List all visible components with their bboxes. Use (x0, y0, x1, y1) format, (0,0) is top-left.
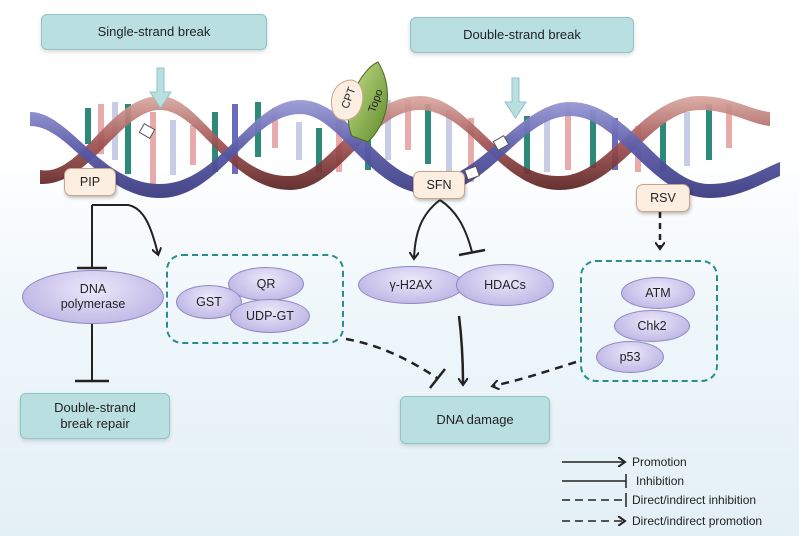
hdacs-ellipse: HDACs (456, 264, 554, 306)
hdacs-to-damage-arrow (457, 315, 463, 384)
rsv-tag: RSV (636, 184, 690, 212)
sfn-promotion-arrow (414, 199, 441, 258)
base-pair (150, 112, 156, 184)
legend-promotion-label: Promotion (632, 455, 687, 469)
double-strand-break-label: Double-strand break (463, 26, 581, 42)
base-pair (612, 118, 618, 170)
left-group-inhibition-bar (429, 368, 446, 389)
sfn-inhibition-line (439, 199, 473, 253)
base-pair (316, 128, 322, 172)
base-pair (232, 104, 238, 174)
legend-inhibition-label: Inhibition (636, 474, 685, 488)
udp-gt-ellipse: UDP-GT (230, 299, 310, 333)
base-pair (405, 100, 411, 150)
base-pair (170, 120, 176, 175)
dna-damage-box: DNA damage (400, 396, 550, 444)
dna-polymerase-ellipse: DNA polymerase (22, 270, 164, 324)
qr-label: QR (256, 276, 276, 291)
atm-label: ATM (645, 285, 671, 300)
legend (562, 462, 627, 521)
base-pair (684, 112, 690, 166)
pip-tag: PIP (64, 168, 116, 196)
pip-promotion-arrow (92, 204, 158, 254)
legend-direct-promotion-label: Direct/indirect promotion (632, 514, 763, 528)
single-strand-break-arrow (149, 67, 172, 109)
dna-damage-label: DNA damage (436, 411, 514, 427)
sfn-inhibition-bar (458, 248, 486, 257)
checkpoint-proteins-group (580, 260, 718, 382)
base-pair (590, 110, 596, 168)
base-pair (190, 125, 196, 165)
left-group-inhibition-line (345, 337, 438, 380)
sfn-label: SFN (426, 178, 452, 192)
right-group-promotion-arrow (493, 360, 577, 386)
base-pair (125, 104, 131, 174)
base-pair (544, 108, 550, 172)
pip-label: PIP (79, 175, 101, 189)
single-strand-break-label: Single-strand break (97, 23, 211, 39)
gamma-h2ax-ellipse: γ-H2AX (358, 266, 464, 304)
chk2-label: Chk2 (637, 318, 667, 333)
p53-ellipse: p53 (596, 341, 664, 373)
atm-ellipse: ATM (621, 277, 695, 309)
gst-label: GST (196, 294, 222, 309)
base-pair (726, 104, 732, 148)
single-strand-break-box: Single-strand break (41, 14, 267, 50)
double-strand-break-repair-label: Double-strand break repair (54, 399, 136, 431)
base-pair (98, 104, 104, 154)
blue-strand (30, 100, 780, 198)
base-pair (385, 100, 391, 160)
base-pair (660, 122, 666, 172)
base-pair (425, 104, 431, 164)
double-strand-break-marker-1 (492, 134, 510, 152)
base-pair (468, 118, 474, 182)
base-pair (565, 104, 571, 170)
base-pair (446, 110, 452, 176)
base-pair (524, 116, 530, 174)
gamma-h2ax-label: γ-H2AX (389, 277, 433, 292)
double-strand-break-marker-2 (464, 165, 480, 181)
double-strand-break-box: Double-strand break (410, 17, 634, 53)
legend-direct-inhibition-label: Direct/indirect inhibition (632, 493, 757, 507)
base-pair (296, 122, 302, 160)
single-strand-break-marker (138, 122, 156, 140)
rsv-label: RSV (650, 191, 676, 205)
p53-label: p53 (619, 349, 641, 364)
chk2-ellipse: Chk2 (614, 310, 690, 342)
dna-polymerase-label: DNA polymerase (60, 282, 126, 311)
base-pair (706, 104, 712, 160)
hdacs-label: HDACs (484, 277, 526, 292)
sfn-tag: SFN (413, 171, 465, 199)
base-pair (272, 108, 278, 148)
udp-gt-label: UDP-GT (246, 308, 294, 323)
detox-enzymes-group (166, 254, 344, 344)
double-strand-break-repair-box: Double-strand break repair (20, 393, 170, 439)
double-strand-break-arrow (504, 77, 527, 119)
cpt-shape (331, 79, 364, 121)
base-pair (85, 108, 91, 144)
